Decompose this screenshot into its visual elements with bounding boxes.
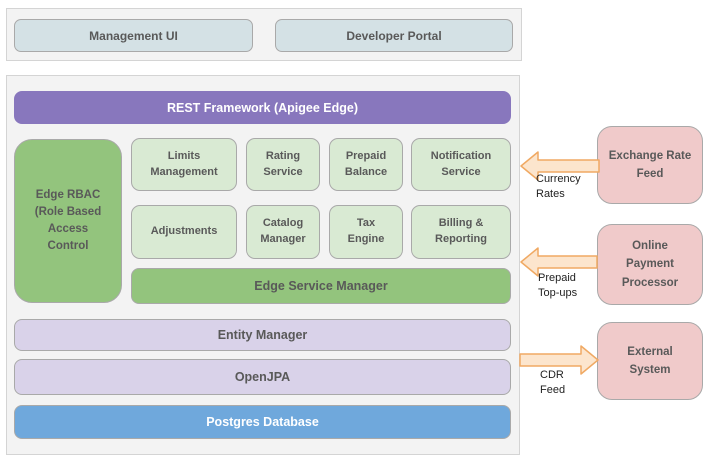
flow-label-cdr-feed: CDR Feed [540,369,566,396]
external-box-exchange-rate-feed: Exchange Rate Feed [597,126,703,204]
developer-portal-box: Developer Portal [275,19,513,52]
external-box-external-system: External System [597,322,703,400]
flow-label-currency-rates: Currency Rates [536,173,581,200]
flow-label-prepaid-topups: Prepaid Top-ups [538,272,578,299]
service-box-billing-reporting: Billing & Reporting [411,205,511,259]
openjpa-bar: OpenJPA [14,359,511,395]
service-box-adjustments: Adjustments [131,205,237,259]
edge-service-manager-bar: Edge Service Manager [131,268,511,304]
service-box-rating-service: Rating Service [246,138,320,191]
postgres-database-bar: Postgres Database [14,405,511,439]
service-box-prepaid-balance: Prepaid Balance [329,138,403,191]
service-box-tax-engine: Tax Engine [329,205,403,259]
platform-container: REST Framework (Apigee Edge) Edge RBAC (… [6,75,520,455]
external-box-online-payment-processor: Online Payment Processor [597,224,703,305]
service-box-catalog-manager: Catalog Manager [246,205,320,259]
client-tier-container: Management UI Developer Portal [6,8,522,61]
entity-manager-bar: Entity Manager [14,319,511,351]
service-box-notification-service: Notification Service [411,138,511,191]
management-ui-box: Management UI [14,19,253,52]
rest-framework-bar: REST Framework (Apigee Edge) [14,91,511,124]
service-box-limits-management: Limits Management [131,138,237,191]
edge-rbac-box: Edge RBAC (Role Based Access Control [14,139,122,303]
